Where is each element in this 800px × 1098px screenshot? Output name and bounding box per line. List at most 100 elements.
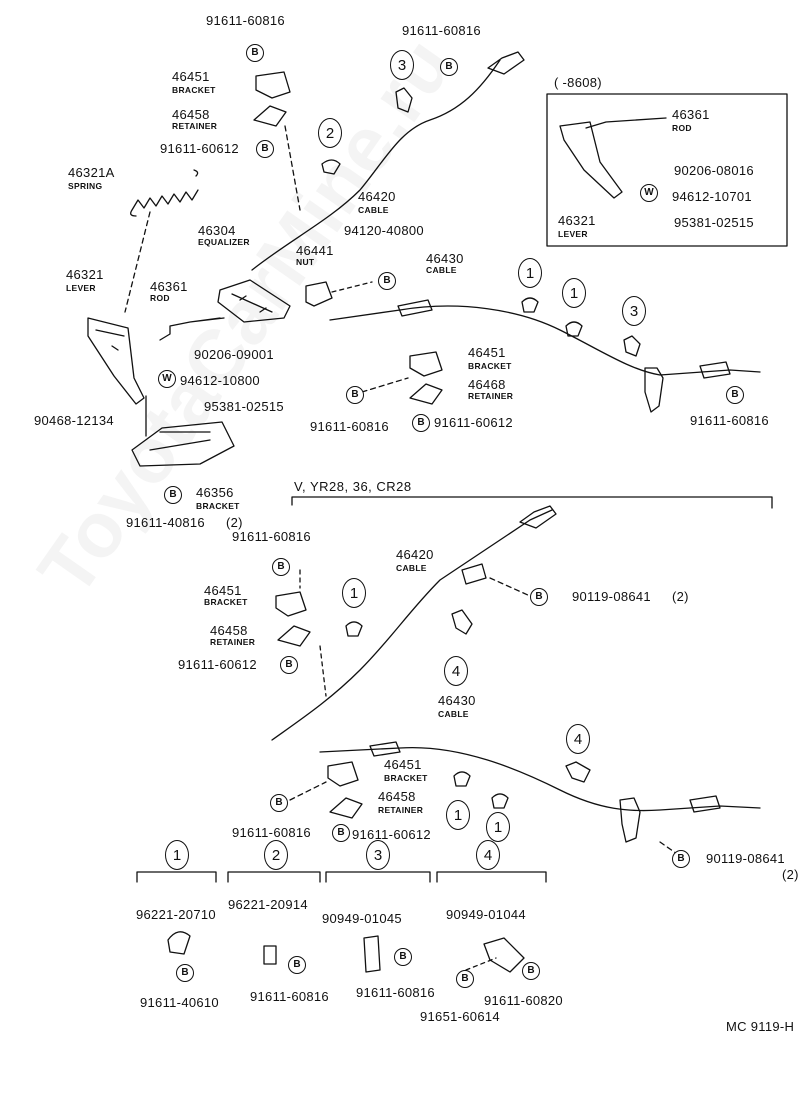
part-number: 46458	[378, 789, 416, 804]
part-number: 46430	[426, 251, 464, 266]
quantity: (2)	[672, 589, 689, 604]
callout-2: 2	[264, 840, 288, 870]
bolt-b-icon: B	[272, 558, 290, 576]
part-number: 46451	[384, 757, 422, 772]
bracket-46451-mid-drawing	[409, 351, 443, 377]
part-number: 91611-60612	[178, 657, 257, 672]
section-header: V, YR28, 36, CR28	[294, 479, 412, 494]
clip-c3-top-b	[623, 335, 641, 357]
bolt-b-icon: B	[270, 794, 288, 812]
part-number: 46458	[210, 623, 248, 638]
part-number: 90206-09001	[194, 347, 274, 362]
part-number: 90468-12134	[34, 413, 114, 428]
part-description: RETAINER	[210, 637, 256, 647]
clip-c1-top-b	[565, 321, 583, 337]
part-number: 46420	[396, 547, 434, 562]
lever-drawing	[87, 317, 145, 405]
equalizer-drawing	[217, 279, 291, 323]
section-header-bracket	[291, 496, 773, 509]
part-number: 46304	[198, 223, 236, 238]
bolt-b-icon: B	[672, 850, 690, 868]
part-description: EQUALIZER	[198, 237, 250, 247]
bolt-b-icon: B	[332, 824, 350, 842]
clip-c1-top-a	[521, 297, 539, 313]
retainer-46458-bottom-drawing	[277, 625, 311, 647]
bracket-46451-bottom2-drawing	[327, 761, 359, 787]
callout-1: 1	[446, 800, 470, 830]
variant-3-bracket	[325, 871, 431, 883]
part-description: ROD	[150, 293, 170, 303]
nut-drawing	[305, 281, 333, 307]
part-description: BRACKET	[172, 85, 216, 95]
part-description: CABLE	[426, 265, 457, 275]
clip-c4-bottom	[451, 609, 473, 635]
part-number: 90949-01045	[322, 911, 402, 926]
clip-c1-bottom	[345, 621, 363, 637]
callout-4: 4	[566, 724, 590, 754]
part-description: RETAINER	[378, 805, 424, 815]
part-description: SPRING	[68, 181, 103, 191]
part-number: 91611-60816	[232, 825, 311, 840]
part-number: 46430	[438, 693, 476, 708]
bolt-b-icon: B	[288, 956, 306, 974]
callout-1: 1	[165, 840, 189, 870]
part-number: 96221-20914	[228, 897, 308, 912]
bracket-46451-top-drawing	[255, 71, 291, 99]
callout-2: 2	[318, 118, 342, 148]
washer-w-icon: W	[640, 184, 658, 202]
part-number: 96221-20710	[136, 907, 216, 922]
callout-1: 1	[562, 278, 586, 308]
bolt-b-icon: B	[456, 970, 474, 988]
quantity: (2)	[226, 515, 243, 530]
bolt-b-icon: B	[256, 140, 274, 158]
clip-c4-bottom-b	[565, 761, 591, 783]
variant-3-clip	[363, 935, 381, 973]
part-number: 91611-60816	[356, 985, 435, 1000]
bolt-b-icon: B	[412, 414, 430, 432]
callout-1: 1	[342, 578, 366, 608]
bolt-b-icon: B	[522, 962, 540, 980]
variant-4-clip	[483, 937, 525, 973]
bolt-b-icon: B	[164, 486, 182, 504]
part-number: 46361	[150, 279, 188, 294]
part-number: 91651-60614	[420, 1009, 500, 1024]
callout-1: 1	[486, 812, 510, 842]
inset-rod-drawing	[585, 117, 667, 129]
clip-c1-bottom-c	[491, 793, 509, 809]
part-number: 91611-60612	[434, 415, 513, 430]
bolt-b-icon: B	[246, 44, 264, 62]
part-description: CABLE	[358, 205, 389, 215]
part-number: 91611-40816	[126, 515, 205, 530]
part-description: LEVER	[66, 283, 96, 293]
retainer-46458-bottom2-drawing	[329, 797, 363, 819]
inset-range: ( -8608)	[554, 75, 602, 90]
part-number: 91611-60816	[690, 413, 769, 428]
bolt-b-icon: B	[394, 948, 412, 966]
rod-drawing	[159, 317, 225, 341]
part-number: 91611-60816	[232, 529, 311, 544]
variant-2-bracket	[227, 871, 321, 883]
variant-4-bracket	[436, 871, 547, 883]
diagram-code: MC 9119-H	[726, 1019, 795, 1034]
inset-box	[546, 93, 788, 247]
bracket-46451-bottom-drawing	[275, 591, 307, 617]
part-number: 90119-08641	[572, 589, 651, 604]
bolt-b-icon: B	[280, 656, 298, 674]
cable-46420-top	[251, 59, 501, 271]
bolt-b-icon: B	[440, 58, 458, 76]
inset-lever-drawing	[559, 121, 623, 199]
part-number: 91611-60816	[402, 23, 481, 38]
variant-1-bracket	[136, 871, 217, 883]
part-number: 46356	[196, 485, 234, 500]
variant-1-clip	[167, 931, 191, 955]
part-number: 46321A	[68, 165, 115, 180]
callout-3: 3	[390, 50, 414, 80]
callout-1: 1	[518, 258, 542, 288]
bolt-b-icon: B	[530, 588, 548, 606]
part-description: RETAINER	[172, 121, 218, 131]
bolt-b-icon: B	[378, 272, 396, 290]
part-number: 90949-01044	[446, 907, 526, 922]
part-description: RETAINER	[468, 391, 514, 401]
cable-46430-top	[329, 305, 761, 376]
